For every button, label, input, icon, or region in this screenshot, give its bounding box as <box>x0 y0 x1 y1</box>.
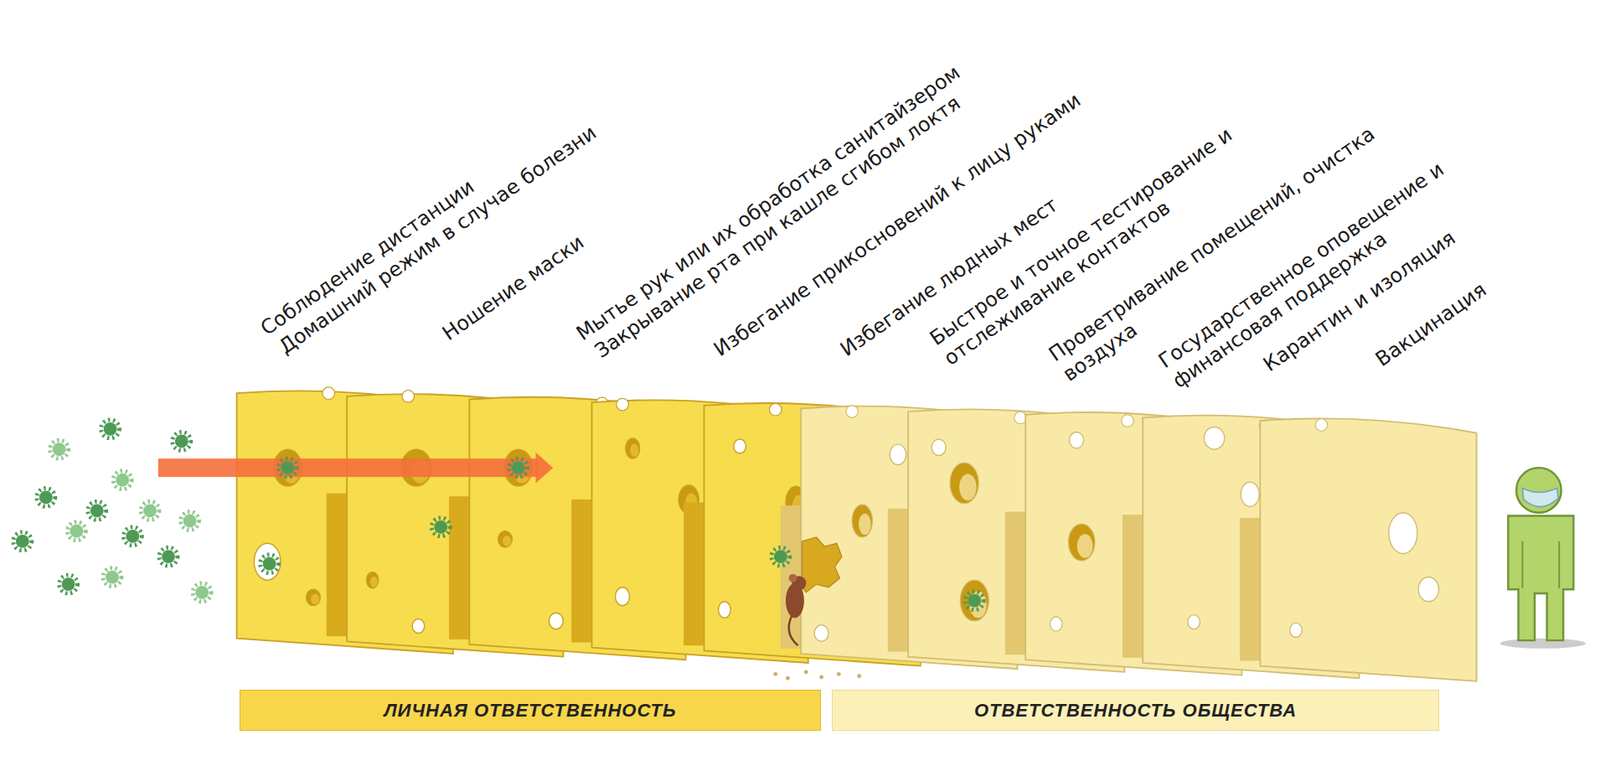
virus-particle <box>159 547 178 566</box>
virus-particle <box>140 500 160 520</box>
virus-particle <box>87 500 107 520</box>
virus-particle <box>50 439 69 459</box>
person-figure <box>1500 467 1586 649</box>
virus-particle <box>59 574 78 594</box>
virus-particle <box>113 470 132 490</box>
virus-particle <box>101 419 120 439</box>
mouse-bite <box>801 536 842 593</box>
responsibility-band: ЛИЧНАЯ ОТВЕТСТВЕННОСТЬ <box>239 689 821 731</box>
measure-label: Соблюдение дистанции <box>256 175 480 341</box>
responsibility-band: ОТВЕТСТВЕННОСТЬ ОБЩЕСТВА <box>831 689 1440 731</box>
virus-particle <box>192 583 212 602</box>
virus-particle <box>172 431 191 450</box>
virus-particle <box>103 567 122 587</box>
virus-particle <box>36 488 56 507</box>
band-title: ЛИЧНАЯ ОТВЕТСТВЕННОСТЬ <box>384 699 677 722</box>
virus-particle <box>509 458 528 477</box>
virus-particle <box>431 517 450 537</box>
virus-particle <box>123 526 142 546</box>
virus-particle <box>67 521 86 541</box>
virus-particle <box>260 554 279 573</box>
virus-particles <box>13 419 984 610</box>
virus-path-arrow <box>158 452 553 484</box>
measure-label: Домашний режим в случае болезни <box>274 120 601 360</box>
band-title: ОТВЕТСТВЕННОСТЬ ОБЩЕСТВА <box>974 699 1297 722</box>
cheese-slice <box>1239 418 1477 682</box>
virus-particle <box>278 458 298 477</box>
mouse-figure <box>773 573 862 681</box>
cheese-slices <box>237 387 1477 682</box>
virus-particle <box>180 511 200 531</box>
measure-label: Ношение маски <box>438 230 589 346</box>
virus-particle <box>13 531 32 551</box>
virus-particle <box>771 547 790 566</box>
virus-particle <box>965 591 984 610</box>
